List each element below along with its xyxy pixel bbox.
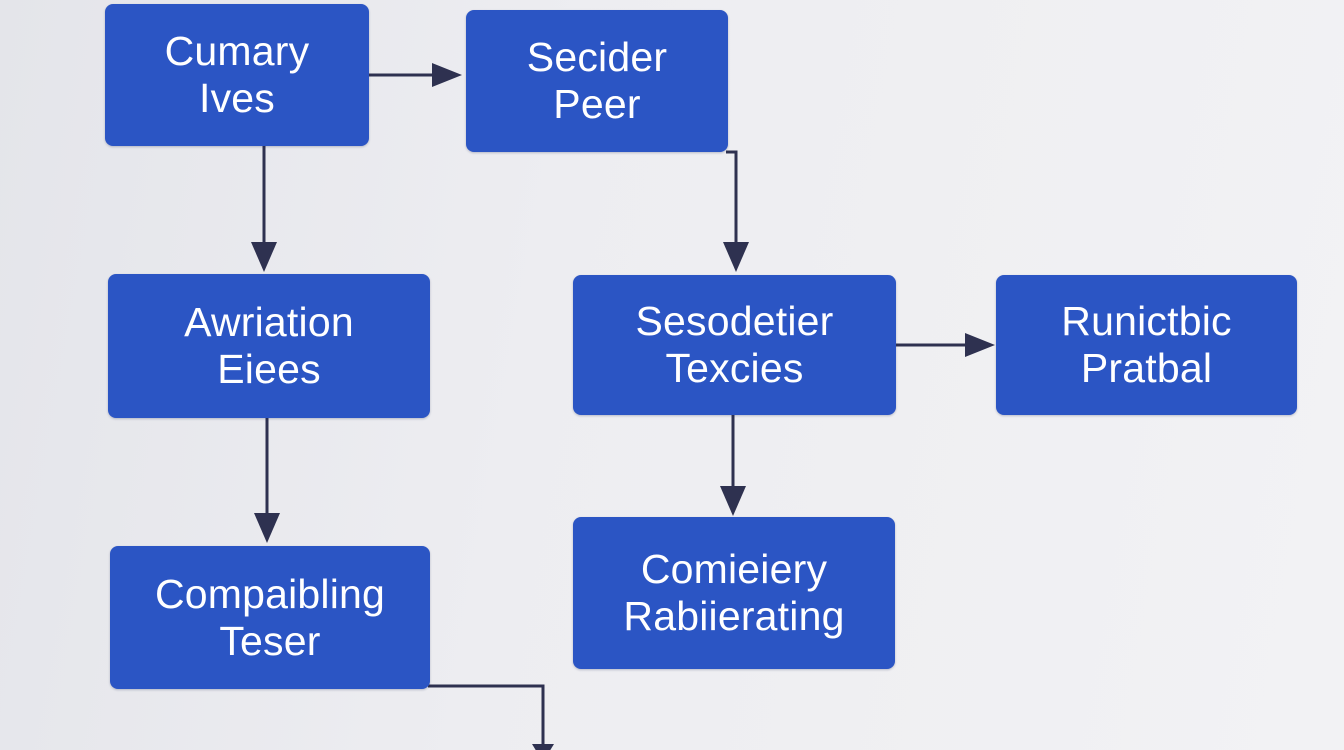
node-awriation-eiees: Awriation Eiees	[108, 274, 430, 418]
node-label-line-1: Cumary	[164, 28, 310, 74]
node-compaibling-teser: Compaibling Teser	[110, 546, 430, 689]
node-cumary-ives: Cumary Ives	[105, 4, 369, 146]
connector-sesodetier-to-runictbic	[896, 333, 995, 357]
connector-awriation-to-compaibling	[254, 418, 280, 543]
node-label-line-2: Peer	[553, 81, 641, 127]
node-label-line-1: Comieiery	[640, 546, 828, 592]
node-label-line-1: Runictbic	[1061, 298, 1232, 344]
connector-cumary-to-awriation	[251, 146, 277, 272]
node-sesodetier-texcies: Sesodetier Texcies	[573, 275, 896, 415]
node-label-line-2: Eiees	[217, 346, 321, 392]
node-label-line-2: Teser	[219, 617, 321, 664]
connector-compaibling-offscreen	[428, 684, 554, 750]
node-label-line-1: Awriation	[184, 299, 354, 345]
node-label-line-2: Texcies	[665, 345, 804, 391]
connector-sesodetier-to-comieiery	[720, 415, 746, 516]
node-label-line-1: Compaibling	[154, 570, 386, 617]
node-secider-peer: Secider Peer	[466, 10, 728, 152]
node-label-line-1: Secider	[526, 34, 668, 80]
node-label-line-2: Pratbal	[1080, 345, 1213, 391]
node-label-line-1: Sesodetier	[635, 298, 834, 344]
connector-secider-to-sesodetier	[723, 150, 749, 272]
node-runictbic-pratbal: Runictbic Pratbal	[996, 275, 1297, 415]
node-comieiery-rabiierating: Comieiery Rabiierating	[573, 517, 895, 669]
node-label-line-2: Rabiierating	[623, 593, 845, 639]
connector-cumary-to-secider	[368, 63, 462, 87]
node-label-line-2: Ives	[199, 75, 275, 121]
